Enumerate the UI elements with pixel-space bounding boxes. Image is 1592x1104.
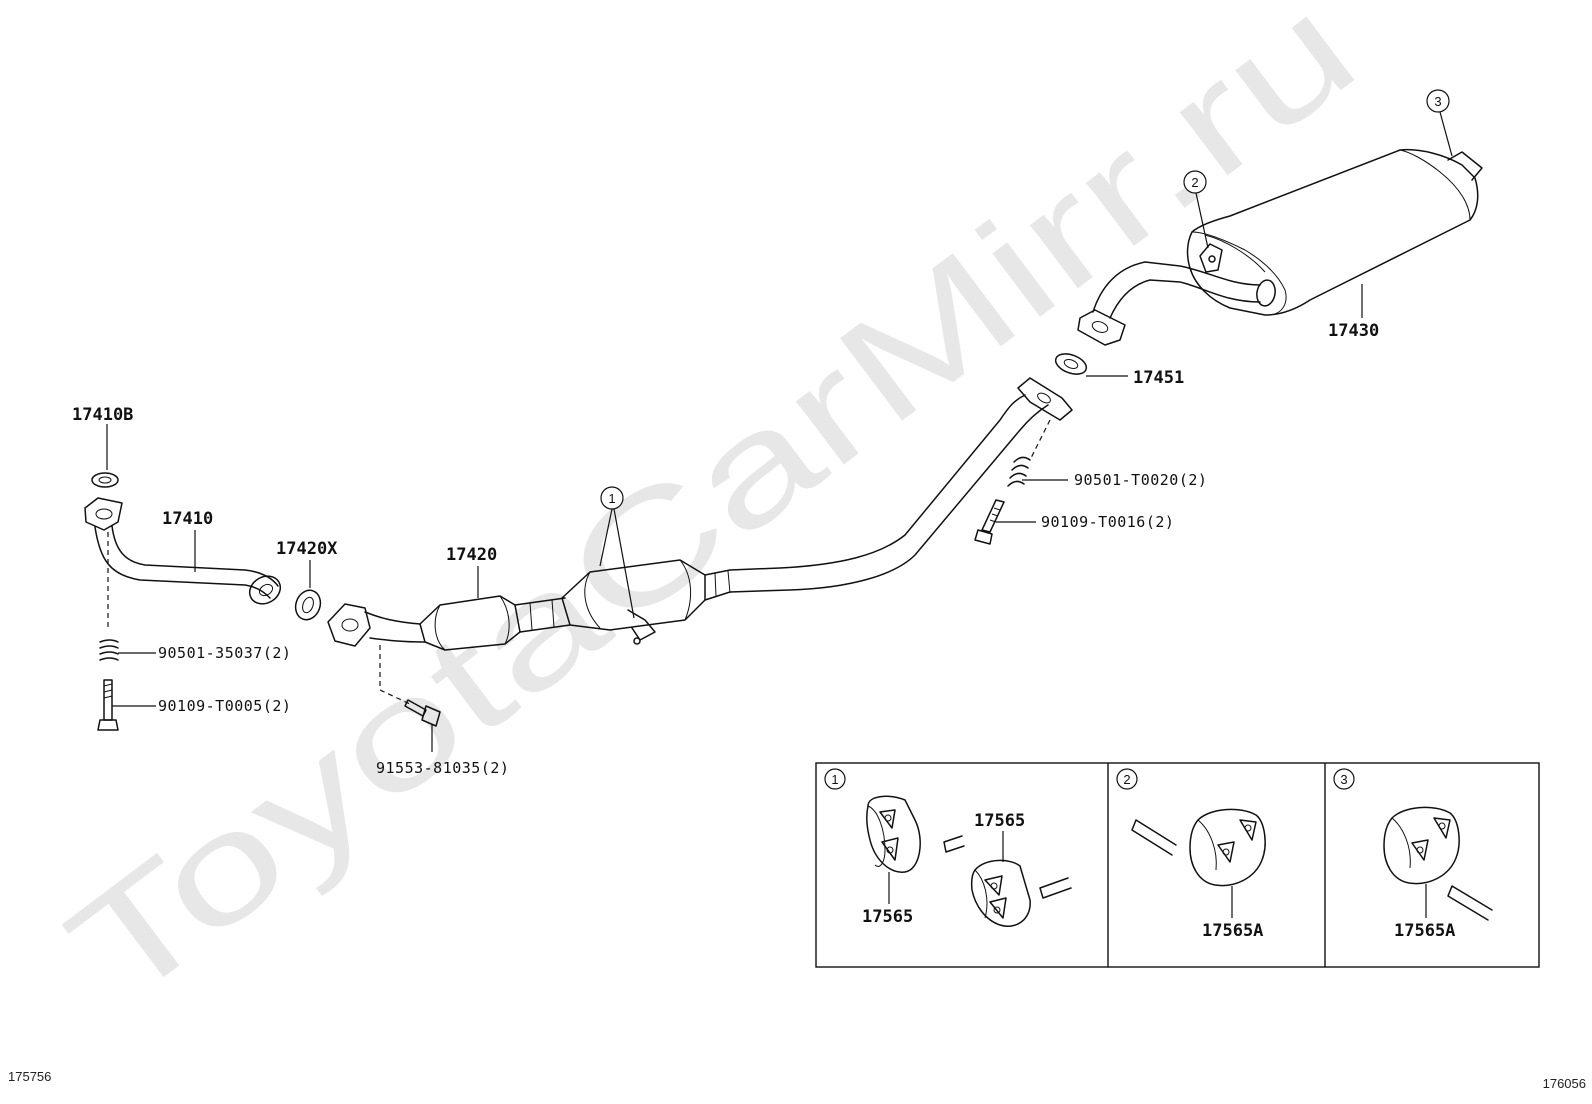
svg-text:2: 2 (1191, 175, 1198, 190)
inset-panel-3: 3 17565A (1333, 768, 1493, 941)
inset-label-17565A-2[interactable]: 17565A (1202, 921, 1263, 941)
front-pipe-17410[interactable] (84, 472, 285, 609)
label-17430[interactable]: 17430 (1328, 321, 1379, 341)
label-17410[interactable]: 17410 (162, 509, 213, 529)
center-pipe-17420[interactable] (327, 377, 1073, 651)
inset-label-17565A-3[interactable]: 17565A (1394, 921, 1455, 941)
label-90501-T0020[interactable]: 90501-T0020(2) (1074, 471, 1207, 489)
label-17420X[interactable]: 17420X (276, 539, 338, 559)
label-90501-35037[interactable]: 90501-35037(2) (158, 644, 291, 662)
callout-3: 3 (1426, 89, 1453, 157)
callout-1: 1 (599, 486, 635, 619)
label-17451[interactable]: 17451 (1133, 368, 1184, 388)
label-17410B[interactable]: 17410B (72, 405, 133, 425)
watermark: ToyotaCarMirr.ru (38, 0, 1385, 1036)
spring-90501-35037[interactable] (99, 639, 119, 661)
callout-2: 2 (1183, 170, 1209, 249)
label-91553-81035[interactable]: 91553-81035(2) (376, 759, 509, 777)
inset-label-17565-bottom[interactable]: 17565 (862, 907, 913, 927)
gasket-17420X[interactable] (292, 560, 325, 623)
inset-panel-2: 2 17565A (1116, 768, 1266, 941)
footer-right-code: 176056 (1543, 1076, 1586, 1091)
svg-text:3: 3 (1340, 772, 1347, 787)
inset-label-17565-top[interactable]: 17565 (974, 811, 1025, 831)
svg-text:3: 3 (1434, 94, 1441, 109)
spring-90501-T0020[interactable] (1007, 456, 1031, 487)
bolt-91553-81035[interactable] (404, 699, 441, 727)
gasket-17451[interactable] (1053, 350, 1128, 378)
svg-text:1: 1 (831, 772, 838, 787)
muffler-17430[interactable] (1077, 148, 1483, 346)
label-17420[interactable]: 17420 (446, 545, 497, 565)
bolt-90109-T0005[interactable] (97, 679, 119, 731)
footer-left-code: 175756 (8, 1069, 51, 1084)
label-90109-T0016[interactable]: 90109-T0016(2) (1041, 513, 1174, 531)
hanger-inset: 1 17565 17565 2 (815, 762, 1540, 968)
inset-panel-1: 1 17565 17565 (824, 768, 1072, 927)
svg-text:1: 1 (608, 491, 615, 506)
bolt-90109-T0016[interactable] (974, 499, 1005, 545)
label-90109-T0005[interactable]: 90109-T0005(2) (158, 697, 291, 715)
svg-text:2: 2 (1123, 772, 1130, 787)
